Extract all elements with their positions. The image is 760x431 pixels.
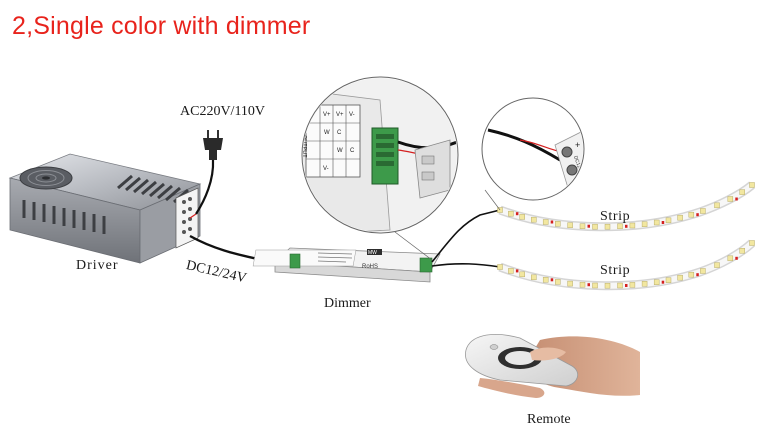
cut-mark <box>735 256 738 260</box>
cut-mark <box>515 212 519 216</box>
led-chip <box>617 223 623 230</box>
led-chip <box>567 222 573 228</box>
terminal-row-label: C <box>337 130 342 136</box>
led-chip <box>677 274 683 281</box>
terminal-col-label: V- <box>323 166 329 172</box>
terminal-col-label: V+ <box>336 112 344 118</box>
cut-mark <box>550 278 554 282</box>
cut-mark <box>625 224 628 228</box>
led-chip <box>727 196 734 202</box>
dimmer-unit: MW RoHS <box>252 247 441 283</box>
terminal-output-label: OUTPUT <box>301 135 307 158</box>
led-strip-1 <box>497 181 755 232</box>
led-chip <box>497 264 503 270</box>
led-chip <box>653 279 660 285</box>
led-chip <box>531 216 537 223</box>
cut-mark <box>515 269 519 273</box>
led-chip <box>677 214 683 221</box>
cut-mark <box>587 283 590 287</box>
led-chip <box>592 282 598 289</box>
strip-1-label: Strip <box>600 209 631 224</box>
led-chip <box>665 217 672 224</box>
cut-mark <box>625 284 628 287</box>
led-chip <box>665 277 672 283</box>
cut-mark <box>661 221 665 224</box>
led-chip <box>641 221 648 227</box>
ac-plug-icon <box>203 130 223 160</box>
led-chip <box>739 189 745 195</box>
remote-control <box>465 334 640 398</box>
terminal-col-label: V- <box>349 112 355 118</box>
led-chip <box>579 223 586 229</box>
led-chip <box>519 214 525 220</box>
cut-mark <box>661 280 665 284</box>
terminal-col-label: V+ <box>323 112 331 118</box>
led-chip <box>749 182 755 188</box>
led-chip <box>688 211 695 218</box>
led-chip <box>555 279 561 285</box>
cut-mark <box>735 197 738 201</box>
led-chip <box>508 268 514 274</box>
led-chip <box>567 280 573 287</box>
led-chip <box>542 277 549 283</box>
remote-label: Remote <box>527 412 571 427</box>
led-chip <box>555 221 561 227</box>
led-chip <box>700 208 706 214</box>
fan-grille-icon <box>19 166 73 190</box>
led-chip <box>749 240 755 246</box>
page-title: 2,Single color with dimmer <box>12 12 311 40</box>
led-chip <box>604 282 611 289</box>
led-chip <box>508 210 514 217</box>
ac-input-label: AC220V/110V <box>180 104 266 119</box>
dimmer-terminal-closeup: OUTPUT V+ V+ V- V- W C W C <box>301 76 459 234</box>
led-chip <box>700 268 706 274</box>
power-supply-driver <box>8 153 202 264</box>
terminal-row-label: W <box>337 148 343 154</box>
cut-mark <box>587 224 590 228</box>
led-chip <box>714 202 720 209</box>
strip-2-label: Strip <box>600 263 631 278</box>
terminal-row-label: C <box>350 148 355 154</box>
led-chip <box>629 282 636 288</box>
led-chip <box>714 262 720 268</box>
led-chip <box>542 219 549 225</box>
dimmer-rohs-mark: RoHS <box>362 264 378 270</box>
led-chip <box>579 281 586 288</box>
led-chip <box>653 219 660 226</box>
led-strip-2 <box>497 239 756 291</box>
led-chip <box>739 248 745 254</box>
strip-connector-closeup: + - DC12V <box>481 97 585 201</box>
cut-mark <box>550 220 554 224</box>
strip-plus-label: + <box>575 140 580 150</box>
dimmer-brand: MW <box>368 250 377 256</box>
driver-label: Driver <box>76 258 119 273</box>
cut-mark <box>696 213 699 217</box>
cut-mark <box>696 273 699 277</box>
led-chip <box>727 255 734 262</box>
led-chip <box>604 223 611 230</box>
led-chip <box>617 282 623 289</box>
led-chip <box>629 222 636 229</box>
led-chip <box>641 281 648 287</box>
strip-voltage-label: DC12V <box>572 155 583 173</box>
led-chip <box>531 274 537 281</box>
led-chip <box>592 223 598 230</box>
terminal-row-label: W <box>324 130 330 136</box>
led-chip <box>519 271 525 278</box>
led-chip <box>688 271 695 278</box>
dimmer-label: Dimmer <box>324 296 371 311</box>
